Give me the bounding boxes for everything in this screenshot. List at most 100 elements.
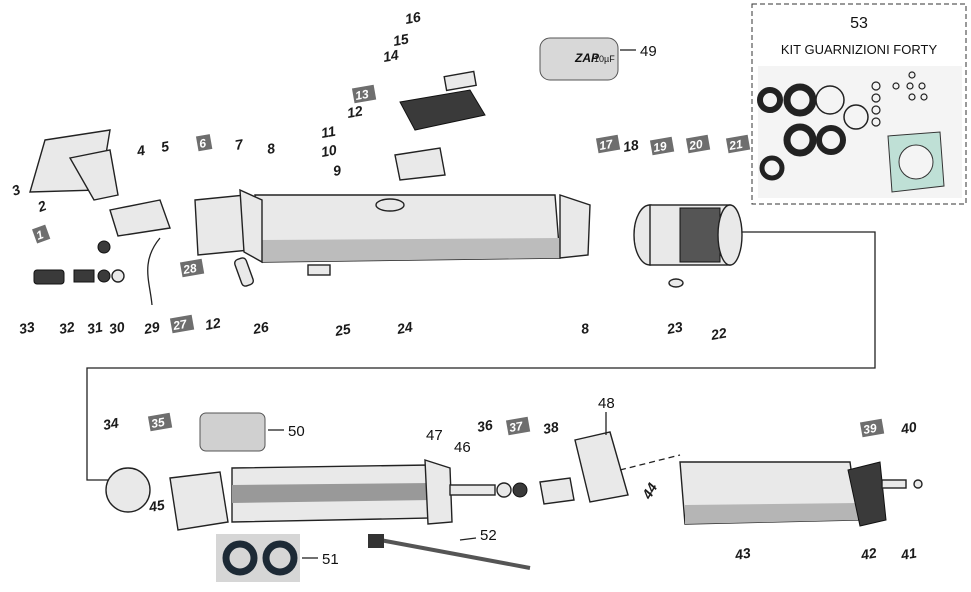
part-label-7: 7 xyxy=(234,136,246,153)
part-number: 2 xyxy=(35,197,49,215)
capacitor-value: 10µF xyxy=(594,54,615,64)
part-number-52: 52 xyxy=(480,527,497,544)
part-number: 32 xyxy=(58,318,76,336)
part-label-8: 8 xyxy=(580,320,591,337)
front-bracket xyxy=(68,149,119,201)
part-number: 19 xyxy=(652,139,668,155)
part-number-48: 48 xyxy=(598,395,615,412)
seal-kit-box: 53 KIT GUARNIZIONI FORTY xyxy=(751,3,967,205)
part-label-5: 5 xyxy=(160,138,171,155)
motor-flange xyxy=(717,204,743,266)
label-badge xyxy=(859,418,885,438)
seal-ring-icon xyxy=(262,540,298,576)
part-number: 18 xyxy=(622,136,640,154)
part-number: 42 xyxy=(859,544,878,563)
part-number: 26 xyxy=(251,318,270,337)
part-number: 12 xyxy=(346,102,364,120)
part-label-33: 33 xyxy=(18,318,36,336)
bolt-41 xyxy=(881,479,907,489)
part-number: 38 xyxy=(542,418,560,436)
part-label-32: 32 xyxy=(58,318,76,336)
label-badge xyxy=(505,416,531,436)
outline-44 xyxy=(619,454,681,471)
part-number: 5 xyxy=(160,138,171,155)
part-number: 22 xyxy=(709,324,728,343)
connector-line xyxy=(86,231,876,481)
label-badge xyxy=(351,84,377,104)
capacitor-body xyxy=(539,37,619,81)
part-number-47: 47 xyxy=(426,427,443,444)
part-label-4: 4 xyxy=(135,142,147,159)
label-badge xyxy=(169,314,195,334)
part-number: 45 xyxy=(147,496,166,515)
long-rod xyxy=(379,538,531,570)
label-badge xyxy=(195,134,213,152)
gasket-rear xyxy=(559,194,591,259)
part-number-46: 46 xyxy=(454,439,471,456)
part-number: 30 xyxy=(108,318,126,336)
washer-31 xyxy=(97,269,111,283)
part-number: 35 xyxy=(150,415,166,431)
part-number: 12 xyxy=(204,314,222,332)
pump-cap xyxy=(105,467,151,513)
label-badge xyxy=(179,258,205,278)
pin-26 xyxy=(234,257,254,287)
screw-23 xyxy=(668,278,684,288)
part-number: 44 xyxy=(638,480,660,503)
part-label-1: 1 xyxy=(32,224,51,244)
part-number: 3 xyxy=(10,181,23,199)
part-number: 17 xyxy=(598,137,615,153)
label-badge xyxy=(725,134,751,154)
main-tube-shade xyxy=(262,238,560,262)
part-number: 21 xyxy=(727,137,744,153)
part-number: 36 xyxy=(476,416,494,434)
part-number: 23 xyxy=(665,318,684,337)
part-number: 1 xyxy=(34,227,45,243)
part-label-28: 28 xyxy=(179,258,205,278)
part-label-36: 36 xyxy=(476,416,494,434)
part-label-12: 12 xyxy=(204,314,222,332)
part-label-23: 23 xyxy=(665,318,684,337)
rod-fork xyxy=(539,477,575,505)
kit-number: 53 xyxy=(850,15,868,32)
part-number: 7 xyxy=(234,136,246,153)
part-label-42: 42 xyxy=(859,544,878,563)
part-number: 4 xyxy=(135,142,147,159)
motor-winding xyxy=(679,207,721,263)
part-number: 28 xyxy=(181,261,198,277)
nut-37 xyxy=(512,482,528,498)
part-label-29: 29 xyxy=(142,318,161,337)
part-number: 34 xyxy=(102,414,120,432)
kit-seals-icon xyxy=(757,71,945,193)
part-label-37: 37 xyxy=(505,416,531,436)
part-number: 41 xyxy=(899,544,918,563)
fork-attachment xyxy=(109,199,171,237)
hydraulic-pump xyxy=(169,471,229,531)
part-label-14: 14 xyxy=(382,46,400,64)
part-label-6: 6 xyxy=(195,134,213,152)
part-number: 15 xyxy=(392,30,410,48)
part-number-50: 50 xyxy=(288,423,305,440)
part-label-44: 44 xyxy=(638,480,660,503)
part-label-39: 39 xyxy=(859,418,885,438)
part-number-51: 51 xyxy=(322,551,339,568)
part-label-25: 25 xyxy=(333,320,352,339)
part-label-13: 13 xyxy=(351,84,377,104)
part-number: 25 xyxy=(333,320,352,339)
part-number: 43 xyxy=(733,544,752,563)
seal-ring-icon xyxy=(222,540,258,576)
part-number: 33 xyxy=(18,318,36,336)
electronic-cover xyxy=(399,89,486,131)
long-rod-head xyxy=(368,534,384,548)
part-label-21: 21 xyxy=(725,134,751,154)
top-assembly xyxy=(29,70,743,306)
part-label-19: 19 xyxy=(649,136,675,156)
part-number: 11 xyxy=(320,123,337,141)
kit-title: KIT GUARNIZIONI FORTY xyxy=(781,42,938,57)
part-number: 31 xyxy=(86,318,104,336)
part-label-27: 27 xyxy=(169,314,195,334)
part-label-18: 18 xyxy=(622,136,640,154)
part-number: 8 xyxy=(580,320,591,337)
nut-1 xyxy=(97,240,111,254)
part-label-40: 40 xyxy=(899,418,918,437)
